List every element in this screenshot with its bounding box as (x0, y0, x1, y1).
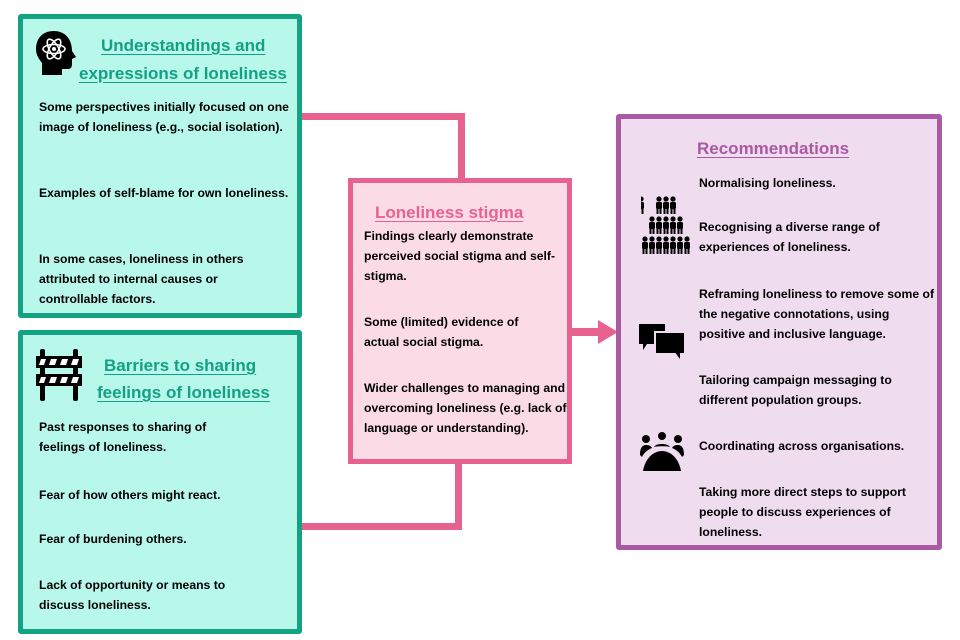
recommendations-title: Recommendations (697, 139, 850, 158)
understandings-item: Some perspectives initially focused on o… (39, 100, 289, 134)
stigma-item: Wider challenges to managing and overcom… (364, 381, 567, 435)
stigma-box: Loneliness stigma Findings clearly demon… (348, 178, 572, 464)
recommendation-item: Tailoring campaign messaging to differen… (699, 373, 892, 407)
recommendation-item: Normalising loneliness. (699, 176, 836, 190)
barriers-item: Fear of burdening others. (39, 532, 187, 546)
understandings-item: In some cases, loneliness in others attr… (39, 252, 244, 306)
recommendation-item: Taking more direct steps to support peop… (699, 485, 906, 539)
stigma-item: Some (limited) evidence of actual social… (364, 315, 519, 349)
arrow-head-icon (598, 320, 618, 344)
barriers-item: Past responses to sharing of feelings of… (39, 420, 207, 454)
recommendation-item: Coordinating across organisations. (699, 439, 905, 453)
barriers-title-line2: feelings of loneliness (97, 383, 270, 402)
connector-bottom-vertical (455, 462, 462, 530)
understandings-title-line1: Understandings and (101, 36, 266, 55)
stigma-title: Loneliness stigma (375, 203, 524, 222)
barriers-box: Barriers to sharing feelings of loneline… (18, 330, 302, 634)
connector-top-horizontal (302, 113, 465, 120)
barriers-title-line1: Barriers to sharing (104, 356, 257, 375)
stigma-item: Findings clearly demonstrate perceived s… (364, 229, 556, 283)
recommendation-item: Recognising a diverse range of experienc… (699, 220, 880, 254)
barriers-item: Lack of opportunity or means to discuss … (39, 578, 226, 612)
head-atom-icon (36, 31, 76, 75)
recommendations-box: Recommendations Normalising loneliness. … (616, 114, 942, 550)
recommendation-item: Reframing loneliness to remove some of t… (699, 287, 935, 341)
group-meeting-icon (640, 432, 684, 471)
connector-bottom-horizontal (302, 523, 462, 530)
connector-top-vertical (458, 113, 465, 181)
barriers-item: Fear of how others might react. (39, 488, 221, 502)
understandings-title-line2: expressions of loneliness (79, 64, 287, 83)
barrier-icon (36, 349, 82, 401)
understandings-box: Understandings and expressions of loneli… (18, 14, 302, 318)
people-pyramid-icon (641, 196, 690, 254)
arrow-shaft (570, 328, 602, 336)
speech-bubbles-icon (639, 324, 686, 364)
understandings-item: Examples of self-blame for own lonelines… (39, 186, 289, 200)
